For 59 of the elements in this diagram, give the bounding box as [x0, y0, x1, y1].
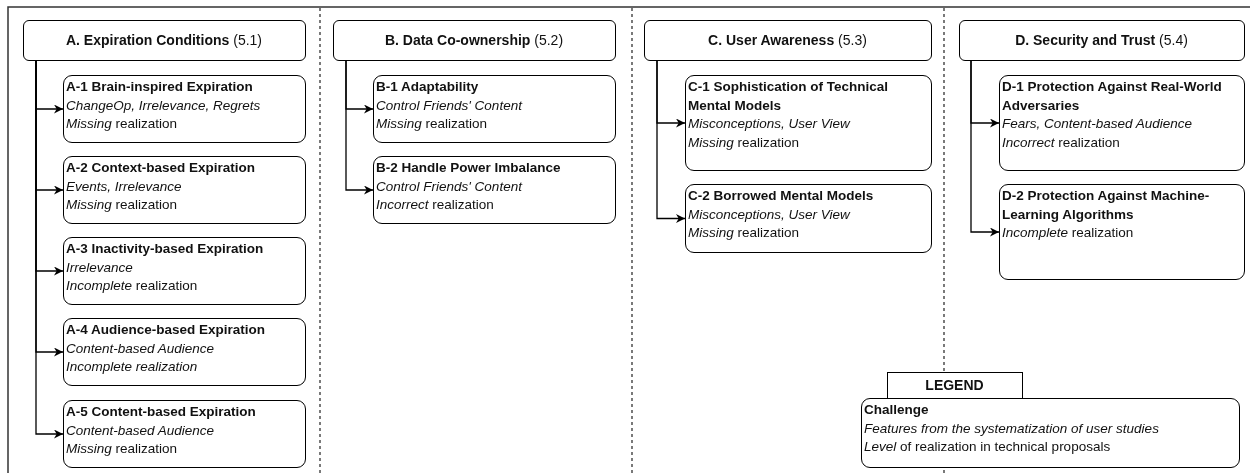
challenge-box	[63, 237, 306, 305]
category-box	[23, 20, 306, 61]
challenge-box	[63, 318, 306, 386]
arrow	[345, 60, 374, 195]
category-title: B. Data Co-ownership (5.2)	[384, 31, 564, 50]
arrow	[656, 60, 686, 223]
challenge-title: B-1 Adaptability	[376, 78, 480, 96]
challenge-box	[63, 156, 306, 224]
realization-text: Missing realization	[66, 196, 179, 214]
challenge-title: A-1 Brain-inspired Expiration	[66, 78, 254, 96]
realization-text: Missing realization	[688, 224, 801, 242]
arrow	[970, 60, 1000, 237]
features-text: Events, Irrelevance	[66, 177, 183, 196]
features-text: Content-based Audience	[66, 339, 216, 358]
realization-text: Missing realization	[688, 133, 801, 152]
challenge-title: C-2 Borrowed Mental Models	[688, 187, 875, 205]
realization-text: Missing realization	[66, 440, 179, 458]
challenge-title: Challenge	[864, 401, 930, 419]
challenge-box	[63, 75, 306, 143]
challenge-title: A-3 Inactivity-based Expiration	[66, 240, 265, 258]
challenge-box	[373, 156, 616, 224]
features-text: Irrelevance	[66, 258, 134, 277]
realization-text: Incorrect realization	[1002, 133, 1121, 152]
challenge-box	[999, 184, 1245, 280]
challenge-title: A-2 Context-based Expiration	[66, 159, 257, 177]
challenge-box	[685, 75, 932, 171]
category-box	[959, 20, 1245, 61]
category-box	[644, 20, 932, 61]
realization-text: Incomplete realization	[66, 277, 199, 295]
features-text: Misconceptions, User View	[688, 115, 852, 133]
challenge-box	[63, 400, 306, 468]
realization-text: Incomplete realization	[66, 358, 199, 376]
features-text: Fears, Content-based Audience	[1002, 115, 1194, 133]
challenge-box	[373, 75, 616, 143]
category-title: C. User Awareness (5.3)	[708, 31, 867, 50]
realization-text: Incomplete realization	[1002, 224, 1135, 242]
realization-text: Incorrect realization	[376, 196, 495, 214]
challenge-title: B-2 Handle Power Imbalance	[376, 159, 562, 177]
challenge-title: A-4 Audience-based Expiration	[66, 321, 267, 339]
challenge-box	[999, 75, 1245, 171]
category-box	[333, 20, 616, 61]
legend-title: LEGEND	[925, 376, 984, 395]
category-title: D. Security and Trust (5.4)	[1015, 31, 1188, 50]
challenge-title: D-1 Protection Against Real-World Adversaries	[1002, 78, 1223, 115]
legend-tab	[887, 372, 1023, 399]
challenge-title: C-1 Sophistication of Technical Mental Models	[688, 78, 890, 115]
features-text: ChangeOp, Irrelevance, Regrets	[66, 96, 262, 115]
challenge-title: A-5 Content-based Expiration	[66, 403, 257, 421]
features-text: Control Friends' Content	[376, 177, 524, 196]
realization-text: Level of realization in technical proposals	[864, 438, 1112, 456]
features-text: Control Friends' Content	[376, 96, 524, 115]
category-title: A. Expiration Conditions (5.1)	[66, 31, 262, 50]
features-text: Content-based Audience	[66, 421, 216, 440]
legend-sample-box	[861, 398, 1240, 468]
realization-text: Missing realization	[66, 115, 179, 133]
features-text: Misconceptions, User View	[688, 205, 852, 224]
challenge-box	[685, 184, 932, 253]
features-text: Features from the systematization of user studies	[864, 419, 1160, 438]
realization-text: Missing realization	[376, 115, 489, 133]
